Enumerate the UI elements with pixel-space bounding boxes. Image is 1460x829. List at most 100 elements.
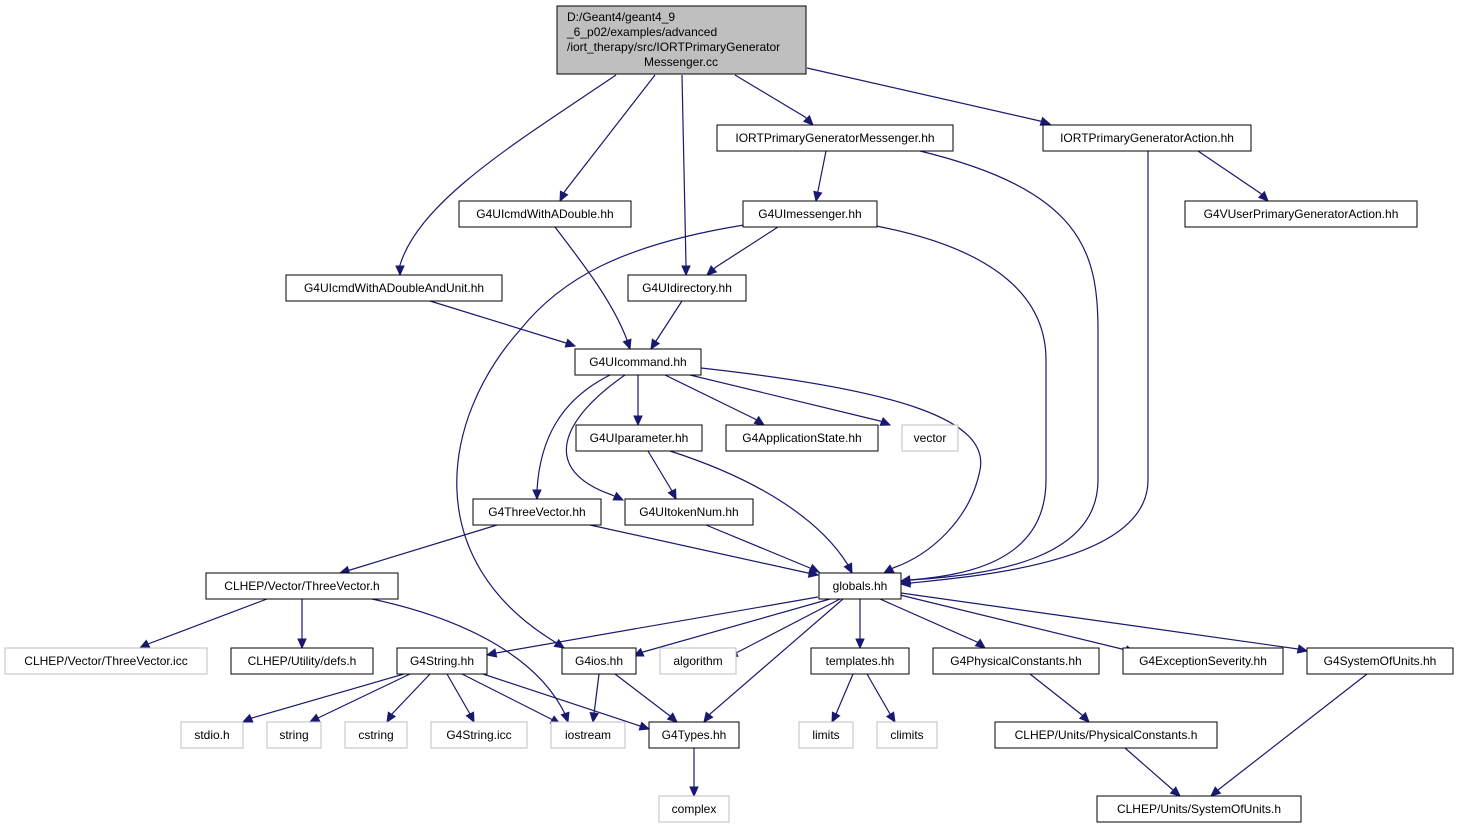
dependency-edge [1197, 150, 1269, 202]
dependency-edge [875, 225, 1047, 582]
arrowhead [633, 415, 643, 427]
arrowhead [689, 786, 699, 798]
node-g4uitokennum-hh[interactable]: G4UItokenNum.hh [624, 498, 754, 526]
dependency-edge [727, 598, 841, 657]
node-clhep-utility-defs-h[interactable]: CLHEP/Utility/defs.h [230, 647, 374, 675]
arrowhead [1078, 711, 1090, 723]
node-g4applicationstate-hh[interactable]: G4ApplicationState.hh [725, 424, 879, 452]
arrowhead [612, 491, 625, 501]
node-label: G4ThreeVector.hh [488, 505, 585, 519]
arrowhead [831, 711, 841, 724]
dependency-edge [706, 226, 779, 276]
node-g4physicalconstants-hh[interactable]: G4PhysicalConstants.hh [932, 647, 1100, 675]
dependency-edge [461, 673, 561, 725]
dependency-edge [486, 596, 819, 656]
dependency-edge [309, 673, 411, 723]
arrowhead [813, 190, 823, 203]
arrowhead [485, 648, 498, 658]
node-string[interactable]: string [266, 721, 322, 749]
root-line-3: /iort_therapy/src/IORTPrimaryGenerator [567, 40, 780, 54]
node-cstring[interactable]: cstring [344, 721, 408, 749]
node-label: CLHEP/Utility/defs.h [248, 654, 357, 668]
node-label: G4ExceptionSeverity.hh [1139, 654, 1267, 668]
dependency-edge [429, 300, 576, 347]
node-g4ios-hh[interactable]: G4ios.hh [561, 647, 637, 675]
node-g4string-hh[interactable]: G4String.hh [396, 647, 488, 675]
dependency-edge [900, 151, 1149, 585]
node-label: G4UItokenNum.hh [639, 505, 738, 519]
node-label: IORTPrimaryGeneratorAction.hh [1060, 131, 1234, 145]
arrowhead [395, 265, 405, 277]
node-label: G4String.icc [446, 728, 511, 742]
arrowhead [802, 114, 814, 126]
node-label: stdio.h [194, 728, 229, 742]
arrowhead [650, 338, 661, 351]
node-g4uicmd-with-a-double-hh[interactable]: G4UIcmdWithADouble.hh [458, 200, 632, 228]
node-limits[interactable]: limits [798, 721, 854, 749]
node-label: algorithm [673, 654, 722, 668]
node-label: G4SystemOfUnits.hh [1324, 654, 1437, 668]
node-vector[interactable]: vector [901, 424, 959, 452]
node-g4uimessenger-hh[interactable]: G4UImessenger.hh [742, 200, 878, 228]
node-clhep-units-systemofunits-h[interactable]: CLHEP/Units/SystemOfUnits.h [1096, 795, 1302, 823]
node-label: complex [672, 802, 717, 816]
node-label: G4UImessenger.hh [758, 207, 861, 221]
arrowhead [885, 711, 896, 724]
node-label: G4UIparameter.hh [590, 431, 689, 445]
node-label: IORTPrimaryGeneratorMessenger.hh [735, 131, 934, 145]
dependency-edge [614, 673, 678, 723]
node-g4uicmd-with-a-double-and-unit-hh[interactable]: G4UIcmdWithADoubleAndUnit.hh [285, 274, 503, 302]
dependency-edge [536, 374, 611, 499]
root-line-1: D:/Geant4/geant4_9 [567, 10, 675, 24]
node-iostream[interactable]: iostream [550, 721, 626, 749]
dependency-edge [669, 450, 853, 574]
node-label: G4UIcommand.hh [589, 355, 686, 369]
dependency-edge [664, 374, 765, 426]
arrowhead [465, 711, 475, 724]
dependency-edge [589, 524, 819, 576]
root-node[interactable]: D:/Geant4/geant4_9 _6_p02/examples/advan… [556, 5, 807, 75]
node-g4vuser-primary-generator-action-hh[interactable]: G4VUserPrimaryGeneratorAction.hh [1184, 200, 1418, 228]
root-line-4: Messenger.cc [644, 55, 718, 69]
node-label: G4ios.hh [575, 654, 623, 668]
node-templates-hh[interactable]: templates.hh [810, 647, 910, 675]
node-g4uicommand-hh[interactable]: G4UIcommand.hh [574, 348, 702, 376]
arrowhead [753, 415, 766, 426]
arrowhead [1169, 786, 1181, 797]
node-g4systemofunits-hh[interactable]: G4SystemOfUnits.hh [1306, 647, 1454, 675]
arrowhead [138, 639, 151, 649]
node-iort-primary-generator-messenger-hh[interactable]: IORTPrimaryGeneratorMessenger.hh [716, 124, 954, 152]
node-algorithm[interactable]: algorithm [659, 647, 737, 675]
node-g4uidirectory-hh[interactable]: G4UIdirectory.hh [627, 274, 747, 302]
dependency-edge [1029, 673, 1090, 723]
node-label: cstring [358, 728, 393, 742]
dependency-edge [705, 524, 820, 573]
arrowhead [974, 638, 986, 649]
dependency-edge [900, 592, 1308, 652]
node-g4types-hh[interactable]: G4Types.hh [648, 721, 740, 749]
arrowhead [843, 562, 853, 575]
node-label: G4String.hh [410, 654, 474, 668]
node-g4string-icc[interactable]: G4String.icc [430, 721, 528, 749]
node-iort-primary-generator-action-hh[interactable]: IORTPrimaryGeneratorAction.hh [1042, 124, 1252, 152]
node-clhep-vector-threevector-h[interactable]: CLHEP/Vector/ThreeVector.h [205, 572, 399, 600]
dependency-edge [1210, 673, 1368, 797]
node-stdio-h[interactable]: stdio.h [180, 721, 244, 749]
node-globals-hh[interactable]: globals.hh [818, 572, 902, 600]
node-label: string [279, 728, 308, 742]
node-clhep-vector-threevector-icc[interactable]: CLHEP/Vector/ThreeVector.icc [4, 647, 208, 675]
node-clhep-units-physicalconstants-h[interactable]: CLHEP/Units/PhysicalConstants.h [994, 721, 1218, 749]
arrowhead [1296, 644, 1309, 654]
node-g4threevector-hh[interactable]: G4ThreeVector.hh [472, 498, 602, 526]
dependency-edge [681, 74, 687, 275]
node-label: CLHEP/Units/PhysicalConstants.h [1015, 728, 1198, 742]
arrowhead [638, 721, 651, 731]
arrowhead [681, 265, 691, 277]
node-climits[interactable]: climits [876, 721, 938, 749]
dependency-edge [456, 224, 745, 649]
node-label: G4UIdirectory.hh [642, 281, 732, 295]
node-complex[interactable]: complex [658, 795, 730, 823]
node-g4uiparameter-hh[interactable]: G4UIparameter.hh [575, 424, 703, 452]
node-g4exceptionseverity-hh[interactable]: G4ExceptionSeverity.hh [1122, 647, 1284, 675]
